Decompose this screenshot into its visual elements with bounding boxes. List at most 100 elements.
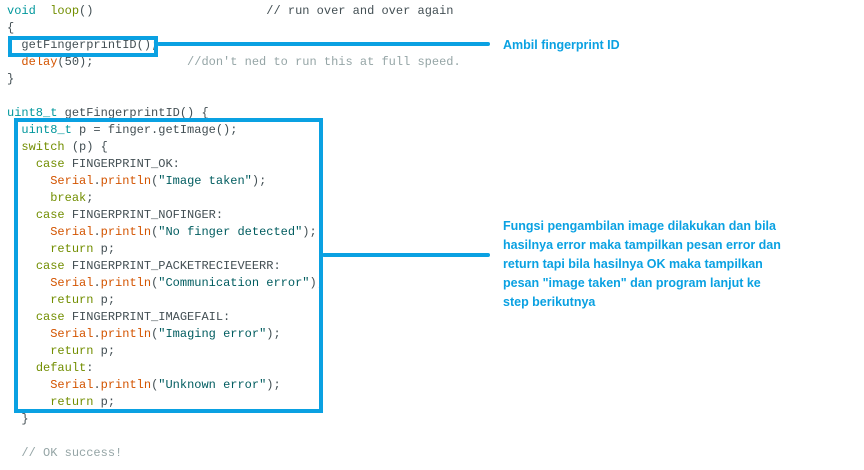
code-line: getFingerprintID(); — [7, 37, 461, 54]
code-token: getFingerprintID(); — [7, 38, 159, 52]
code-token: : — [86, 361, 94, 375]
code-line: void loop() // run over and over again — [7, 3, 461, 20]
code-token: void — [7, 4, 36, 18]
code-token: FINGERPRINT_IMAGEFAIL: — [64, 310, 231, 324]
code-token: println — [100, 174, 152, 188]
code-token: ( — [151, 276, 159, 290]
code-token: (p) { — [64, 140, 108, 154]
code-line: case FINGERPRINT_IMAGEFAIL: — [7, 309, 461, 326]
code-token: "Communication error" — [158, 276, 310, 290]
annotation-line: Fungsi pengambilan image dilakukan dan b… — [503, 219, 776, 233]
code-token: p; — [93, 344, 116, 358]
annotation-line: hasilnya error maka tampilkan pesan erro… — [503, 238, 781, 252]
code-token: } — [7, 412, 29, 426]
code-line: { — [7, 20, 461, 37]
code-line: } — [7, 411, 461, 428]
code-token: getFingerprintID() { — [57, 106, 209, 120]
code-token: "Image taken" — [158, 174, 252, 188]
code-token: p; — [93, 293, 116, 307]
code-token: ( — [151, 225, 159, 239]
annotation-line: step berikutnya — [503, 295, 596, 309]
code-token: FINGERPRINT_NOFINGER: — [64, 208, 224, 222]
code-token: case — [35, 259, 65, 273]
annotation-line: return tapi bila hasilnya OK maka tampil… — [503, 257, 763, 271]
code-editor: void loop() // run over and over again{ … — [7, 3, 461, 462]
code-token: "Unknown error" — [158, 378, 267, 392]
code-token: ); — [266, 327, 281, 341]
code-token: ( — [151, 174, 159, 188]
code-line: Serial.println("Unknown error"); — [7, 377, 461, 394]
code-token: case — [35, 208, 65, 222]
code-token: default — [35, 361, 87, 375]
code-token — [7, 446, 21, 460]
code-token: return — [50, 344, 94, 358]
code-line: delay(50); //don't ned to run this at fu… — [7, 54, 461, 71]
code-token: case — [35, 310, 65, 324]
connector-line-2 — [322, 253, 490, 257]
code-token: } — [7, 72, 15, 86]
highlight-box-function — [14, 118, 323, 413]
code-line: Serial.println("No finger detected"); — [7, 224, 461, 241]
code-token: () // run over and over again — [79, 4, 454, 18]
code-token: ; — [86, 191, 94, 205]
code-token: Serial — [50, 174, 94, 188]
code-token: return — [50, 395, 94, 409]
code-token: p; — [93, 395, 116, 409]
code-line: } — [7, 71, 461, 88]
code-line: // OK success! — [7, 445, 461, 462]
code-line: Serial.println("Imaging error"); — [7, 326, 461, 343]
code-token: switch — [21, 140, 65, 154]
code-token: p; — [93, 242, 116, 256]
code-token: return — [50, 293, 94, 307]
code-token: . — [93, 225, 101, 239]
code-token: "Imaging error" — [158, 327, 267, 341]
annotation-line: pesan "image taken" dan program lanjut k… — [503, 276, 761, 290]
code-line: return p; — [7, 292, 461, 309]
code-token: ); — [266, 378, 281, 392]
code-token: . — [93, 327, 101, 341]
code-token: println — [100, 276, 152, 290]
code-token: println — [100, 327, 152, 341]
code-token: // OK success! — [21, 446, 123, 460]
code-token: FINGERPRINT_PACKETRECIEVEERR: — [64, 259, 281, 273]
code-token: . — [93, 276, 101, 290]
code-line: return p; — [7, 394, 461, 411]
code-token: println — [100, 378, 152, 392]
highlight-box-call — [8, 36, 158, 57]
code-line: return p; — [7, 241, 461, 258]
connector-line-1 — [157, 42, 490, 46]
code-line: break; — [7, 190, 461, 207]
code-line: case FINGERPRINT_OK: — [7, 156, 461, 173]
code-line — [7, 88, 461, 105]
code-token: uint8_t — [7, 106, 58, 120]
code-token: break — [50, 191, 87, 205]
code-line: default: — [7, 360, 461, 377]
code-token: . — [93, 174, 101, 188]
code-token: Serial — [50, 225, 94, 239]
code-line: return p; — [7, 343, 461, 360]
code-token: p = finger.getImage(); — [71, 123, 238, 137]
code-token: loop — [50, 4, 80, 18]
code-token: println — [100, 225, 152, 239]
code-token: "No finger detected" — [158, 225, 303, 239]
code-token — [7, 55, 21, 69]
code-token: Serial — [50, 327, 94, 341]
code-token: . — [93, 378, 101, 392]
code-token: ); — [302, 225, 317, 239]
annotation-call: Ambil fingerprint ID — [503, 38, 620, 52]
code-token: //don't ned to run this at full speed. — [187, 55, 461, 69]
code-token: return — [50, 242, 94, 256]
code-line — [7, 428, 461, 445]
code-token: { — [7, 21, 15, 35]
code-line: uint8_t p = finger.getImage(); — [7, 122, 461, 139]
code-token: case — [35, 157, 65, 171]
code-token: (50); — [57, 55, 188, 69]
code-line: uint8_t getFingerprintID() { — [7, 105, 461, 122]
code-token: ( — [151, 327, 159, 341]
code-line: Serial.println("Communication error"); — [7, 275, 461, 292]
code-line: switch (p) { — [7, 139, 461, 156]
code-line: Serial.println("Image taken"); — [7, 173, 461, 190]
code-token — [36, 4, 50, 18]
code-token: FINGERPRINT_OK: — [64, 157, 180, 171]
code-token: ( — [151, 378, 159, 392]
